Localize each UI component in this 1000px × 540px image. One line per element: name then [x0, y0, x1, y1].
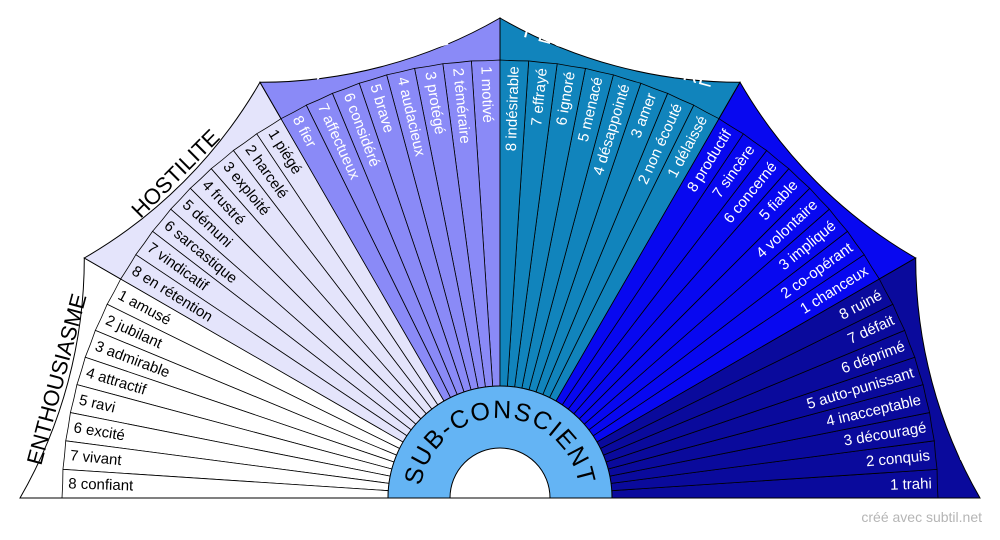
item-label: 8 indésirable: [503, 66, 523, 152]
item-label: 1 trahi: [890, 475, 932, 493]
item-label: 1 motivé: [477, 66, 496, 123]
center-ring: [387, 385, 613, 499]
item-label: 2 conquis: [865, 447, 931, 470]
center-hub: SUB-CONSCIENT: [387, 385, 613, 499]
item-label: 7 effrayé: [528, 67, 551, 126]
item-label: 7 vivant: [69, 447, 123, 469]
credit-text: créé avec subtil.net: [861, 509, 982, 525]
item-label: 8 confiant: [68, 475, 134, 494]
